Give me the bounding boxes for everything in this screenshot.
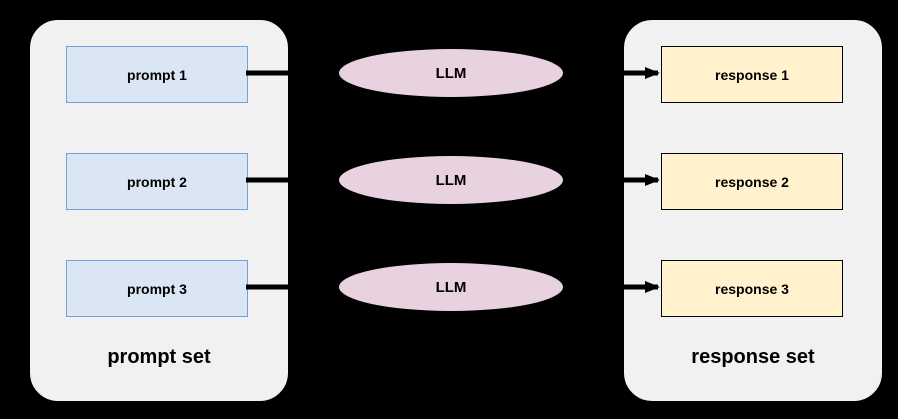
llm-node-1-label: LLM bbox=[435, 64, 467, 82]
prompt-node-3-label: prompt 3 bbox=[127, 280, 187, 297]
prompt-node-2: prompt 2 bbox=[66, 153, 248, 210]
response-set-container: response 1 response 2 response 3 respons… bbox=[622, 18, 884, 403]
response-node-3: response 3 bbox=[661, 260, 843, 317]
response-set-label: response set bbox=[691, 346, 815, 368]
llm-node-3: LLM bbox=[337, 261, 565, 313]
llm-node-2: LLM bbox=[337, 154, 565, 206]
llm-node-3-label: LLM bbox=[435, 278, 467, 296]
response-node-3-label: response 3 bbox=[715, 280, 789, 297]
llm-node-2-label: LLM bbox=[435, 171, 467, 189]
prompt-node-2-label: prompt 2 bbox=[127, 173, 187, 190]
llm-node-1: LLM bbox=[337, 47, 565, 99]
prompt-set-label: prompt set bbox=[107, 346, 211, 368]
prompt-node-3: prompt 3 bbox=[66, 260, 248, 317]
response-node-2-label: response 2 bbox=[715, 173, 789, 190]
response-node-1-label: response 1 bbox=[715, 66, 789, 83]
response-node-1: response 1 bbox=[661, 46, 843, 103]
prompt-node-1-label: prompt 1 bbox=[127, 66, 187, 83]
prompt-node-1: prompt 1 bbox=[66, 46, 248, 103]
response-node-2: response 2 bbox=[661, 153, 843, 210]
prompt-set-container: prompt 1 prompt 2 prompt 3 prompt set bbox=[28, 18, 290, 403]
